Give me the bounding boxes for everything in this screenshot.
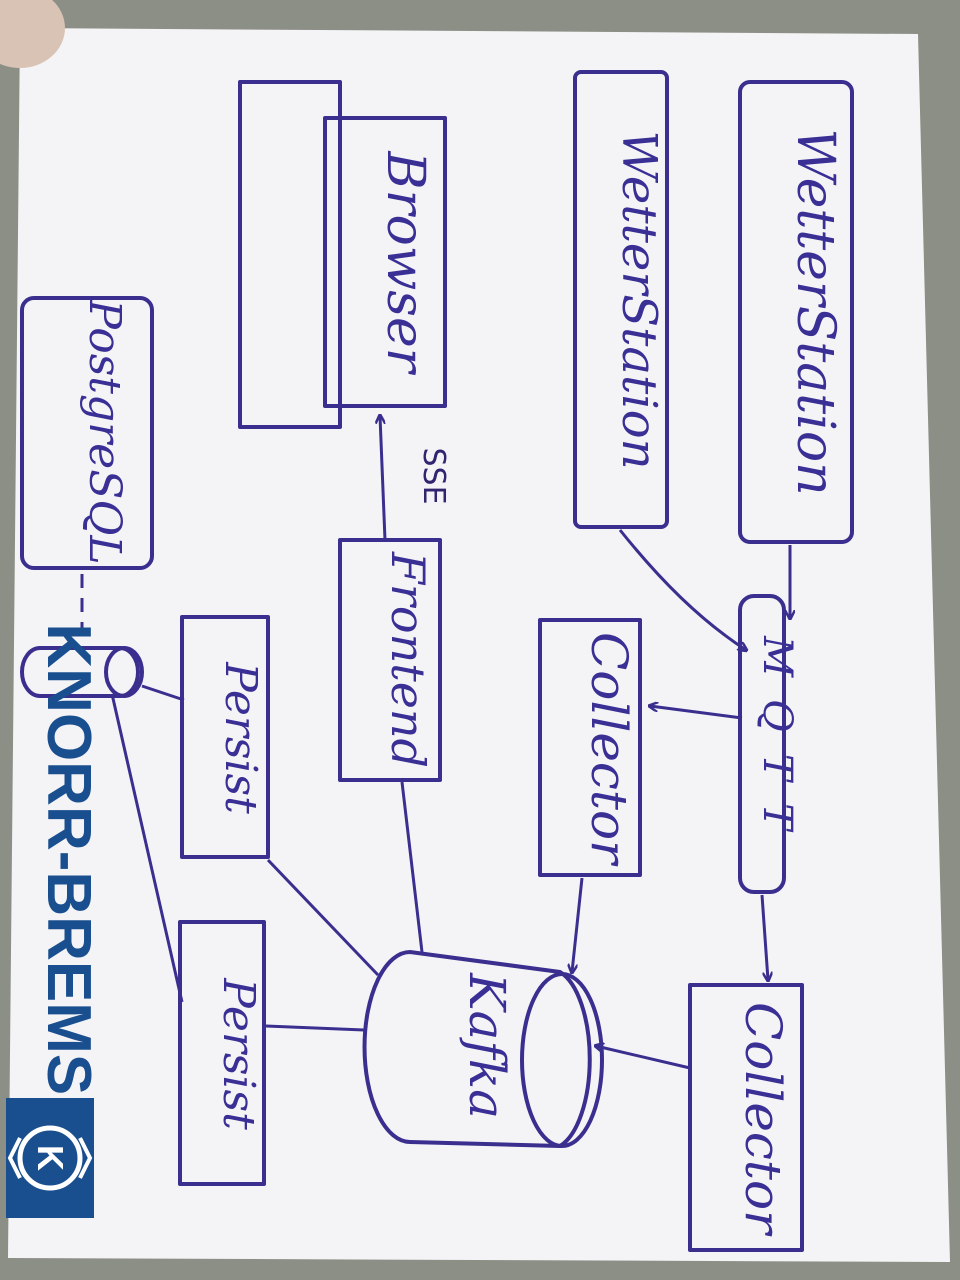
weather-station-1-box <box>738 80 854 544</box>
label-weather-station-1: WetterStation <box>785 128 845 495</box>
label-sse: SSE <box>416 447 451 504</box>
brand-name: KNORR-BREMSE <box>34 623 103 1136</box>
finger <box>0 0 65 68</box>
label-frontend: Frontend <box>381 551 435 768</box>
edge-persist2-db <box>110 693 184 1003</box>
kafka-cylinder <box>362 950 592 1148</box>
postgresql-box <box>20 296 154 570</box>
edge-persist1-db <box>141 684 185 702</box>
label-persist-2: Persist <box>213 977 264 1130</box>
edge-collector1-kafka <box>572 877 584 972</box>
label-collector-2: Collector <box>734 1002 792 1237</box>
label-persist-1: Persist <box>215 661 266 814</box>
label-postgresql: PostgreSQL <box>79 298 130 564</box>
edge-collector2-kafka <box>596 1046 691 1070</box>
edge-kafka-persist2 <box>265 1024 365 1032</box>
persist-1-box <box>180 615 270 859</box>
weather-station-2-box <box>573 70 669 529</box>
collector-2-box <box>688 983 804 1252</box>
edge-kafka-persist1 <box>266 858 380 977</box>
persist-2-box <box>178 920 266 1186</box>
browser-box <box>323 116 447 408</box>
edge-mqtt-collector2 <box>760 894 768 980</box>
collector-1-box <box>538 618 642 877</box>
mqtt-box <box>738 594 786 894</box>
label-mqtt: MQTT <box>754 635 800 852</box>
edge-kafka-frontend <box>400 781 424 953</box>
db-cylinder-end <box>104 646 144 698</box>
label-collector-1: Collector <box>580 632 638 867</box>
frontend-box <box>338 538 442 782</box>
label-kafka: Kafka <box>458 972 516 1119</box>
edge-ws2-mqtt <box>618 529 746 650</box>
kafka-cylinder-end <box>520 972 604 1148</box>
edge-frontend-browser <box>380 416 387 541</box>
paper-sheet <box>8 28 950 1262</box>
brand-logo: K <box>6 1098 94 1218</box>
browser-back-box <box>238 80 342 429</box>
label-weather-station-2: WetterStation <box>611 131 667 470</box>
label-browser: Browser <box>375 150 435 375</box>
brand-logo-letter: K <box>30 1145 71 1171</box>
edge-mqtt-collector1 <box>650 706 743 720</box>
